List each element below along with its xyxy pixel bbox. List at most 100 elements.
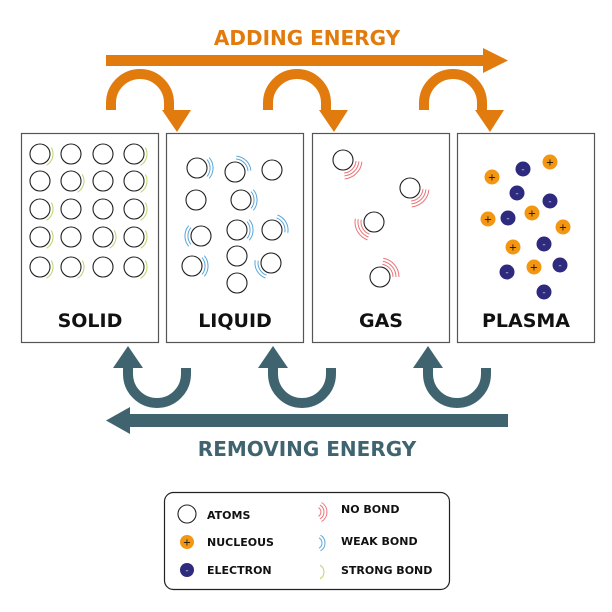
atom xyxy=(29,256,51,278)
atom xyxy=(29,170,51,192)
arrowhead-up-icon xyxy=(258,346,288,368)
electron-symbol: - xyxy=(558,261,561,271)
nucleus-symbol: + xyxy=(488,173,496,184)
gas-atoms xyxy=(332,149,430,288)
plasma-particles: +++++++-------- xyxy=(480,154,571,300)
no-bond-arc xyxy=(344,161,360,177)
atom xyxy=(226,245,248,267)
atom xyxy=(29,226,51,248)
arrowhead-up-icon xyxy=(113,346,143,368)
atom xyxy=(185,189,207,211)
atom xyxy=(60,198,82,220)
no-bond-arc xyxy=(411,189,430,208)
atom xyxy=(226,272,248,294)
electron xyxy=(552,257,568,273)
electron-symbol: - xyxy=(185,566,188,576)
electron-symbol: - xyxy=(521,165,524,175)
weak-bond-arc xyxy=(206,159,211,177)
no-bond-arc xyxy=(357,219,369,238)
no-bond-arc xyxy=(321,502,328,522)
curved-arrow-solid-to-liquid xyxy=(106,69,174,112)
weak-bond-arc xyxy=(248,219,254,241)
legend: ATOMS + NUCLEOUS - ELECTRON NO BOND WEAK… xyxy=(163,491,451,591)
state-box-solid: SOLID xyxy=(20,132,160,344)
electron-symbol: - xyxy=(542,288,545,298)
nucleus-symbol: + xyxy=(528,209,536,220)
atom xyxy=(123,143,145,165)
atom xyxy=(123,256,145,278)
nucleus xyxy=(505,239,521,255)
adding-energy-arrow xyxy=(106,48,508,73)
removing-curved-arrows xyxy=(123,366,491,408)
atom xyxy=(92,143,114,165)
atom xyxy=(186,157,208,179)
strong-bond-icon xyxy=(319,564,325,580)
strong-bond-arc xyxy=(140,230,148,249)
nucleus xyxy=(484,169,500,185)
atom xyxy=(123,170,145,192)
atom xyxy=(92,256,114,278)
atom xyxy=(29,198,51,220)
weak-bond-arc xyxy=(246,221,251,239)
atom xyxy=(369,266,391,288)
electron xyxy=(500,210,516,226)
electron-symbol: - xyxy=(515,189,518,199)
atom xyxy=(60,170,82,192)
no-bond-arc xyxy=(411,189,427,205)
electron xyxy=(509,185,525,201)
nucleus xyxy=(542,154,558,170)
removing-arrowheads xyxy=(113,346,443,368)
weak-bond-arc xyxy=(236,155,252,171)
legend-label-nucleous: NUCLEOUS xyxy=(207,536,274,549)
atom xyxy=(29,143,51,165)
nucleus xyxy=(555,219,571,235)
weak-bond-arc xyxy=(187,227,192,245)
state-box-liquid: LIQUID xyxy=(165,132,305,344)
atom xyxy=(123,226,145,248)
strong-bond-arc xyxy=(140,174,148,193)
electron-icon xyxy=(180,563,194,577)
atom xyxy=(190,225,212,247)
atom xyxy=(230,189,252,211)
arrowhead-down-icon xyxy=(475,110,504,132)
legend-label-atoms: ATOMS xyxy=(207,509,250,522)
state-box-plasma: PLASMA +++++++-------- xyxy=(456,132,596,344)
legend-label-strong-bond: STRONG BOND xyxy=(341,564,432,577)
atom xyxy=(92,170,114,192)
weak-bond-arc xyxy=(276,217,286,233)
state-label-liquid: LIQUID xyxy=(198,310,272,332)
no-bond-arc xyxy=(382,263,394,278)
curved-arrow-gas-to-plasma xyxy=(419,69,487,112)
electron xyxy=(536,236,552,252)
no-bond-arc xyxy=(318,507,322,517)
legend-label-no-bond: NO BOND xyxy=(341,503,399,516)
atom xyxy=(332,149,354,171)
no-bond-arc xyxy=(360,219,370,235)
weak-bond-arc xyxy=(236,158,249,171)
legend-label-weak-bond: WEAK BOND xyxy=(341,535,418,548)
atom xyxy=(60,143,82,165)
adding-curved-arrows xyxy=(106,69,487,112)
no-bond-arc xyxy=(383,257,400,278)
strong-bond-arc xyxy=(140,202,148,221)
nucleus-symbol: + xyxy=(484,215,492,226)
electron xyxy=(515,161,531,177)
weak-bond-arc xyxy=(277,214,289,233)
atom xyxy=(92,226,114,248)
arrowhead-down-icon xyxy=(162,110,191,132)
nucleus xyxy=(524,205,540,221)
electron xyxy=(542,193,558,209)
weak-bond-arc xyxy=(201,257,206,275)
strong-bond-arc xyxy=(46,147,54,166)
atom xyxy=(92,198,114,220)
removing-energy-arrow xyxy=(106,407,508,434)
electron-symbol: - xyxy=(506,214,509,224)
legend-label-electron: ELECTRON xyxy=(207,564,272,577)
weak-bond-arc xyxy=(254,260,266,279)
curved-arrow-gas-to-liquid xyxy=(268,366,336,408)
solid-atoms xyxy=(29,143,148,279)
atom xyxy=(226,219,248,241)
strong-bond-arc xyxy=(46,260,54,279)
weak-bond-arc xyxy=(184,225,190,247)
no-bond-arc xyxy=(382,260,397,278)
